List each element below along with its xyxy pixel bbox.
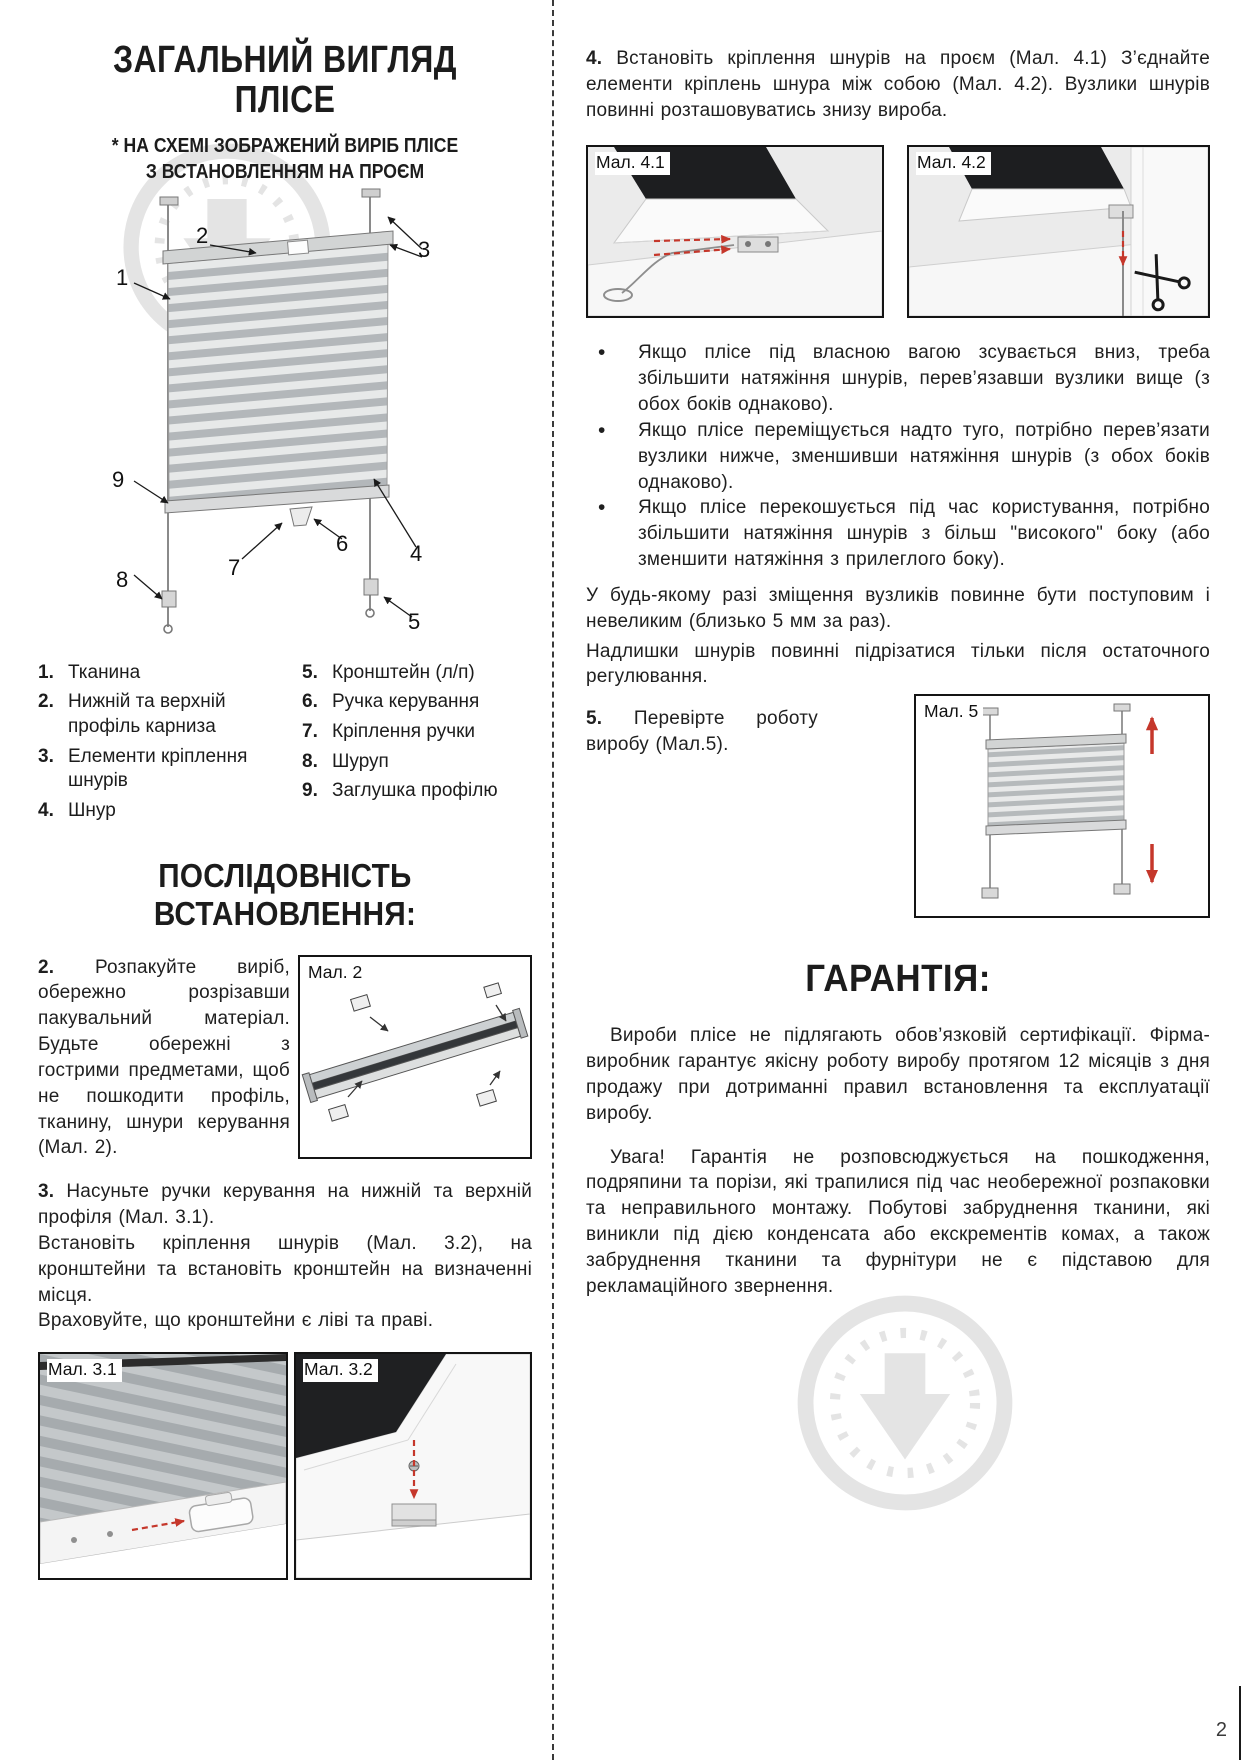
step-4-paragraph: 4. Встановіть кріплення шнурів на проєм … [586,46,1210,123]
callout-number-4: 4 [410,540,423,566]
figure-5: Мал. 5 [914,694,1210,919]
legend-column-right: 5.Кронштейн (л/п) 6.Ручка керування 7.Кр… [302,661,530,829]
page-title-line2: ПЛІСЕ [234,79,336,122]
step-3-line1: 3. Насуньте ручки керування на нижній та… [38,1181,533,1229]
bullet-marker: • [598,341,606,365]
step-4-number: 4. [586,48,603,69]
column-divider [552,0,554,1760]
bullet-item: • Якщо плісе переміщується надто туго, п… [586,418,1210,495]
warranty-section-title: ГАРАНТІЯ: [805,958,991,1001]
figures-3-row: Мал. 3.1 [38,1352,532,1581]
page-subtitle: * НА СХЕМІ ЗОБРАЖЕНИЙ ВИРІБ ПЛІСЕ З ВСТА… [68,133,503,185]
warranty-paragraph-2: Увага! Гарантія не розповсюджується на п… [586,1146,1210,1297]
figure-4-2-label: Мал. 4.2 [916,152,991,176]
page-title-line1: ЗАГАЛЬНИЙ ВИГЛЯД [113,39,457,81]
callout-number-1: 1 [116,264,129,290]
bullet-marker: • [598,418,606,442]
step-2-text: Розпакуйте виріб, обережно розрізавши па… [38,956,290,1159]
figure-5-illustration [981,703,1159,899]
figure-4-2-illustration [909,147,1208,317]
blind-overview-diagram: 1 2 3 4 5 6 7 8 9 [38,187,532,649]
figure-5-label: Мал. 5 [923,701,984,725]
brand-watermark-icon [792,1290,1018,1516]
adjustment-note-p2: Надлишки шнурів повинні підрізатися тіль… [586,640,1210,688]
step-2-paragraph: 2. Розпакуйте виріб, обережно розрізавши… [38,955,290,1162]
step-3-line2: Встановіть кріплення шнурів (Мал. 3.2), … [38,1232,532,1306]
figure-4-1-label: Мал. 4.1 [595,152,670,176]
legend-item: 2.Нижній та верхній профіль карниза [38,691,226,737]
legend-item: 4.Шнур [38,799,116,821]
step-2-number: 2. [38,956,55,978]
bullet-item: • Якщо плісе під власною вагою зсуваєтьс… [586,340,1210,417]
figures-4-row: Мал. 4.1 [586,145,1210,319]
figure-3-1-label: Мал. 3.1 [47,1359,122,1383]
bullet-marker: • [598,496,606,520]
callout-number-3: 3 [418,236,431,262]
figure-4-1-illustration [588,147,882,317]
figure-4-1: Мал. 4.1 [586,145,884,319]
legend-column-left: 1.Тканина 2.Нижній та верхній профіль ка… [38,661,294,829]
figure-3-1: Мал. 3.1 [38,1352,288,1581]
step-3-number: 3. [38,1181,55,1203]
legend-item: 9.Заглушка профілю [302,780,498,802]
figure-3-1-illustration [40,1354,286,1579]
page-title: ЗАГАЛЬНИЙ ВИГЛЯД ПЛІСЕ [78,40,493,121]
sequence-section-title: ПОСЛІДОВНІСТЬ ВСТАНОВЛЕННЯ: [153,856,417,932]
page-number: 2 [1215,1719,1227,1741]
legend-item: 8.Шуруп [302,750,389,772]
legend-item: 5.Кронштейн (л/п) [302,661,475,683]
legend-item: 7.Кріплення ручки [302,720,476,742]
figure-3-2-illustration [296,1354,530,1579]
left-column: ЗАГАЛЬНИЙ ВИГЛЯД ПЛІСЕ * НА СХЕМІ ЗОБРАЖ… [38,0,532,1581]
warranty-paragraph-1: Вироби плісе не підлягають обов’язковій … [586,1025,1210,1124]
callout-number-7: 7 [228,554,241,580]
blind-diagram-drawing [133,188,423,634]
callout-number-5: 5 [408,608,421,634]
right-column: 4. Встановіть кріплення шнурів на проєм … [586,0,1210,1300]
step-4-text: Встановіть кріплення шнурів на проєм (Ма… [586,48,1210,121]
figure-3-2: Мал. 3.2 [294,1352,532,1581]
adjustment-note: У будь-якому разі зміщення вузликів пови… [586,583,1210,690]
step-5-paragraph: 5. Перевірте роботу виробу (Мал.5). [586,706,818,758]
step-2-block: 2. Розпакуйте виріб, обережно розрізавши… [38,954,532,1162]
bullet-item: • Якщо плісе перекошується під час корис… [586,495,1210,572]
callout-number-8: 8 [116,566,129,592]
scissors-icon [1134,254,1191,312]
legend-item: 3.Елементи кріплення шнурів [38,745,248,792]
page-edge-line [1239,1686,1241,1760]
step-3-line3: Враховуйте, що кронштейни є ліві та прав… [38,1310,434,1332]
legend-item: 1.Тканина [38,661,141,683]
step-5-text: Перевірте роботу виробу (Мал.5). [586,708,819,756]
parts-legend: 1.Тканина 2.Нижній та верхній профіль ка… [38,661,532,829]
figure-2-label: Мал. 2 [307,961,368,985]
figure-2-illustration [301,981,529,1122]
callout-number-6: 6 [336,530,349,556]
figure-3-2-label: Мал. 3.2 [303,1359,378,1383]
page-subtitle-line2: З ВСТАНОВЛЕННЯМ НА ПРОЄМ [145,160,425,183]
step-3-paragraph: 3. Насуньте ручки керування на нижній та… [38,1179,532,1334]
figure-2: Мал. 2 [298,954,532,1159]
page-subtitle-line1: * НА СХЕМІ ЗОБРАЖЕНИЙ ВИРІБ ПЛІСЕ [111,134,459,157]
callout-number-2: 2 [196,222,209,248]
legend-item: 6.Ручка керування [302,691,480,713]
adjustment-bullet-list: • Якщо плісе під власною вагою зсуваєтьс… [586,340,1210,572]
figure-4-2: Мал. 4.2 [907,145,1210,319]
step-5-number: 5. [586,708,603,730]
step-5-block: 5. Перевірте роботу виробу (Мал.5). Мал.… [586,694,1210,932]
callout-number-9: 9 [112,466,125,492]
adjustment-note-p1: У будь-якому разі зміщення вузликів пови… [586,584,1210,632]
